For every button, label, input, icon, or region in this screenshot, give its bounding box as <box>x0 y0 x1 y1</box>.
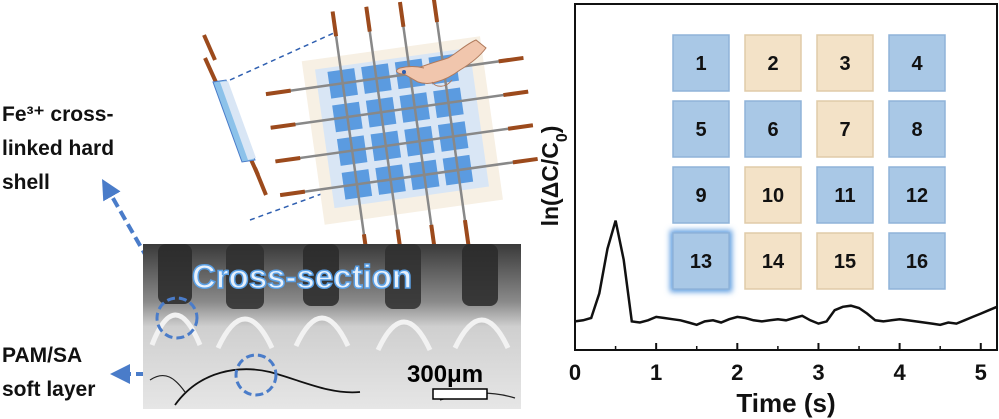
electrode-tip <box>265 88 291 97</box>
soft-layer-circle <box>234 353 278 397</box>
side-view <box>202 34 268 196</box>
horizontal-electrode <box>270 90 529 130</box>
x-axis-label: Time (s) <box>736 388 835 418</box>
electrode-tip <box>503 89 529 98</box>
x-tick-label: 1 <box>650 360 662 385</box>
vertical-electrode <box>365 6 403 255</box>
electrode-tip <box>330 11 339 37</box>
x-tick-label: 2 <box>731 360 743 385</box>
inset-cell-label: 15 <box>834 251 856 273</box>
inset-cell-label: 9 <box>695 185 706 207</box>
sem-image: Cross-section 300μm <box>143 244 521 409</box>
vertical-electrode <box>331 11 369 260</box>
inset-cell-3: 3 <box>816 34 874 92</box>
hard-shell-circle <box>155 296 199 340</box>
inset-cell-label: 8 <box>911 119 922 141</box>
x-tick-label: 0 <box>569 360 581 385</box>
horizontal-electrode <box>265 56 524 96</box>
inset-cell-label: 10 <box>762 185 784 207</box>
inset-cell-13: 13 <box>670 230 732 292</box>
inset-cell-11: 11 <box>816 166 874 224</box>
electrode-tip <box>364 6 372 32</box>
electrode-tip <box>397 1 406 28</box>
horizontal-electrode <box>275 124 534 163</box>
vertical-electrode <box>432 0 470 246</box>
electrode-tip <box>512 156 538 165</box>
inset-cell-15: 15 <box>816 232 874 290</box>
inset-cell-label: 7 <box>839 119 850 141</box>
inset-cell-5: 5 <box>672 100 730 158</box>
inset-cell-7: 7 <box>816 100 874 158</box>
chart-frame <box>574 3 998 351</box>
electrode-tip <box>507 123 534 131</box>
electrode-tip <box>275 155 301 164</box>
electrode-tip <box>431 0 440 23</box>
inset-cell-label: 2 <box>767 53 778 75</box>
inset-cell-label: 14 <box>762 251 785 273</box>
inset-cell-8: 8 <box>888 100 946 158</box>
hard-shell-label: Fe³⁺ cross- linked hard shell <box>2 103 114 194</box>
inset-cell-2: 2 <box>744 34 802 92</box>
vertical-electrode <box>398 1 436 250</box>
sensor-array <box>265 0 538 260</box>
x-tick-label: 4 <box>893 360 906 385</box>
soft-layer-line-2: soft layer <box>2 378 95 401</box>
pointing-hand-icon <box>396 39 487 87</box>
inset-cell-label: 3 <box>839 53 850 75</box>
inset-cell-label: 6 <box>767 119 778 141</box>
inset-cell-16: 16 <box>888 232 946 290</box>
electrode-tip <box>270 122 296 130</box>
hard-shell-line-2: linked hard <box>2 137 114 160</box>
inset-cell-6: 6 <box>744 100 802 158</box>
inset-cell-4: 4 <box>888 34 946 92</box>
inset-cell-9: 9 <box>672 166 730 224</box>
soft-layer-line-1: PAM/SA <box>2 344 82 367</box>
device-schematic <box>202 0 538 260</box>
inset-cell-label: 16 <box>906 251 928 273</box>
inset-cell-label: 12 <box>906 185 928 207</box>
inset-cell-label: 13 <box>690 251 712 273</box>
x-tick-label: 5 <box>975 360 987 385</box>
hard-shell-line-1: Fe³⁺ cross- <box>2 103 113 126</box>
inset-cell-12: 12 <box>888 166 946 224</box>
series-line <box>574 220 998 327</box>
inset-cell-label: 5 <box>695 119 706 141</box>
inset-cell-label: 1 <box>695 53 706 75</box>
inset-cell-1: 1 <box>672 34 730 92</box>
inset-cell-14: 14 <box>744 232 802 290</box>
x-tick-label: 3 <box>812 360 824 385</box>
electrode-tip <box>462 219 471 246</box>
scale-bar-label: 300μm <box>407 361 483 388</box>
inset-cell-label: 11 <box>834 185 855 207</box>
cross-section-title: Cross-section <box>192 258 412 295</box>
electrode-tip <box>498 55 524 64</box>
electrode-tip <box>279 189 306 198</box>
inset-cell-10: 10 <box>744 166 802 224</box>
soft-layer-label: PAM/SA soft layer <box>2 344 95 401</box>
hard-shell-line-3: shell <box>2 171 50 194</box>
y-axis-label: ln(ΔC/C0) <box>537 126 571 227</box>
inset-cell-label: 4 <box>911 53 923 75</box>
horizontal-electrode <box>279 157 538 197</box>
scale-bar <box>432 388 488 400</box>
